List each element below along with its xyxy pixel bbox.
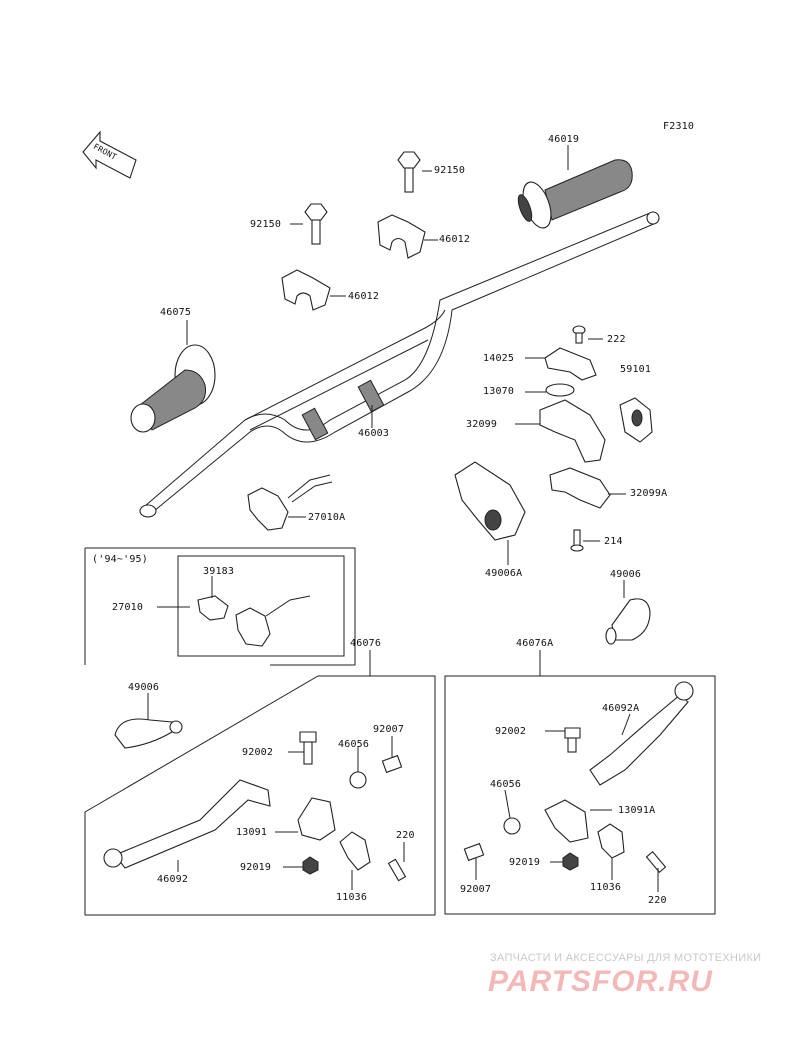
- part-label: 14025: [483, 353, 515, 364]
- part-label: 49006A: [485, 568, 523, 579]
- part-label: 13091: [236, 827, 268, 838]
- watermark-tagline: ЗАПЧАСТИ И АКСЕССУАРЫ ДЛЯ МОТОТЕХНИКИ: [490, 952, 762, 964]
- part-label: 46056: [490, 779, 522, 790]
- plate-14025: [544, 347, 597, 381]
- part-label: 46076: [350, 638, 382, 649]
- leader-lines: [147, 145, 659, 892]
- part-label: 92019: [240, 862, 272, 873]
- cover-49006A: [454, 461, 526, 541]
- part-label: 46019: [548, 134, 580, 145]
- screw-214: [570, 529, 584, 552]
- part-label: 11036: [590, 882, 622, 893]
- front-arrow-icon: [82, 130, 137, 179]
- part-label: 32099A: [630, 488, 668, 499]
- part-label: 13091A: [618, 805, 656, 816]
- year-note: ('94~'95): [92, 554, 148, 565]
- part-label: 46076A: [516, 638, 554, 649]
- watermark-brand: PARTSFOR.RU: [488, 965, 713, 998]
- clamp-46012-upper: [377, 214, 426, 259]
- figure-code: F2310: [663, 121, 695, 132]
- lever-box-46076A: [444, 675, 716, 915]
- part-label: 92007: [373, 724, 405, 735]
- housing-32099: [539, 399, 606, 463]
- part-label: 27010: [112, 602, 144, 613]
- part-label: 46092: [157, 874, 189, 885]
- screw-222: [572, 325, 586, 344]
- part-label: 92150: [434, 165, 466, 176]
- inset-box-94-95: [84, 547, 356, 666]
- part-label: 11036: [336, 892, 368, 903]
- part-59101: [619, 397, 653, 443]
- part-label: 220: [648, 895, 667, 906]
- part-label: 92007: [460, 884, 492, 895]
- part-label: 92019: [509, 857, 541, 868]
- clamp-46012-lower: [281, 269, 331, 311]
- part-label: 49006: [610, 569, 642, 580]
- part-label: 46075: [160, 307, 192, 318]
- part-label: 39183: [203, 566, 235, 577]
- part-label: 222: [607, 334, 626, 345]
- part-label: 46012: [439, 234, 471, 245]
- housing-32099A: [549, 467, 611, 509]
- part-label: 92002: [242, 747, 274, 758]
- part-label: 92002: [495, 726, 527, 737]
- part-label: 32099: [466, 419, 498, 430]
- right-grip: [517, 159, 633, 229]
- part-label: 59101: [620, 364, 652, 375]
- bolt-92150-lower: [304, 203, 328, 245]
- part-label: 214: [604, 536, 623, 547]
- part-label: 46092A: [602, 703, 640, 714]
- part-label: 49006: [128, 682, 160, 693]
- lever-box-46076: [84, 675, 436, 916]
- left-grip: [130, 344, 216, 433]
- switch-27010A: [247, 474, 333, 531]
- part-label: 92150: [250, 219, 282, 230]
- part-label: 27010A: [308, 512, 346, 523]
- boot-49006-left: [114, 718, 183, 749]
- part-label: 46056: [338, 739, 370, 750]
- ring-13070: [545, 383, 575, 397]
- bolt-92150-upper: [397, 151, 421, 193]
- part-label: 13070: [483, 386, 515, 397]
- part-label: 46003: [358, 428, 390, 439]
- handlebar: [139, 211, 660, 518]
- boot-49006-right: [605, 598, 651, 645]
- part-label: 46012: [348, 291, 380, 302]
- part-label: 220: [396, 830, 415, 841]
